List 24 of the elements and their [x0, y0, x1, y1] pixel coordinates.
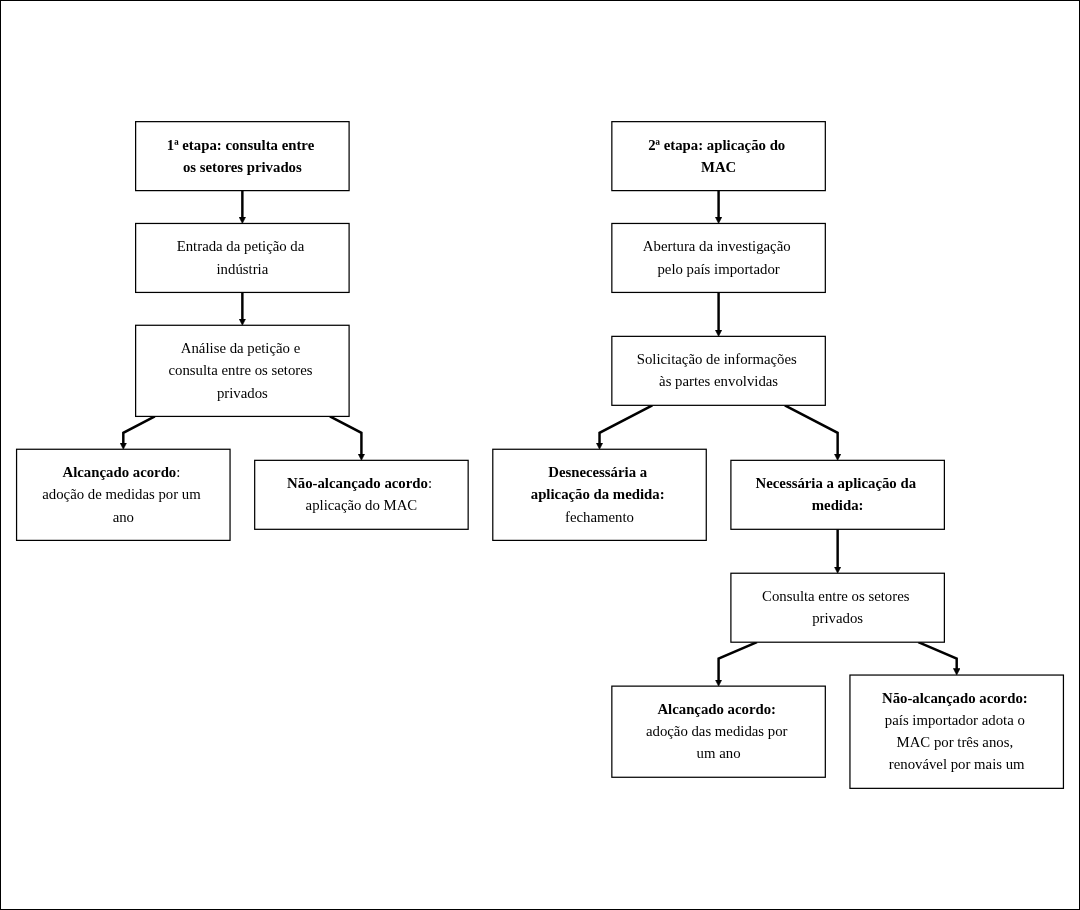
- node-box: Não-alcançado acordo: aplicação do MAC: [254, 459, 469, 530]
- node-box: Não-alcançado acordo: país importador adota o MAC por três anos, renovável por mais um: [849, 674, 1065, 789]
- arrow: [714, 641, 758, 687]
- node-box: Alcançado acordo: adoção de medidas por um ano: [15, 448, 231, 541]
- node-box: Desnecessária a aplicação da medida: fechamento: [492, 448, 707, 541]
- arrow: [238, 292, 246, 326]
- node-box: Necessária a aplicação da medida:: [730, 459, 945, 530]
- arrow: [917, 641, 961, 676]
- arrow: [329, 415, 366, 461]
- arrow: [595, 404, 653, 450]
- node-box: Entrada da petição da indústria: [135, 222, 350, 294]
- node-box: 1ª etapa: consulta entre os setores privados: [135, 121, 350, 192]
- node-box: Solicitação de informações às partes envolvidas: [611, 335, 826, 406]
- arrow: [119, 415, 156, 450]
- node-box: Abertura da investigação pelo país importador: [611, 222, 826, 294]
- arrow: [784, 404, 842, 461]
- arrow: [238, 190, 246, 224]
- arrow: [834, 529, 842, 574]
- arrow: [714, 292, 723, 337]
- node-box: Consulta entre os setores privados: [730, 572, 945, 643]
- node-box: Alcançado acordo: adoção das medidas por um ano: [611, 685, 826, 778]
- arrow: [714, 190, 723, 224]
- node-box: 2ª etapa: aplicação do MAC: [611, 121, 826, 192]
- node-box: Análise da petição e consulta entre os setores privados: [135, 324, 350, 418]
